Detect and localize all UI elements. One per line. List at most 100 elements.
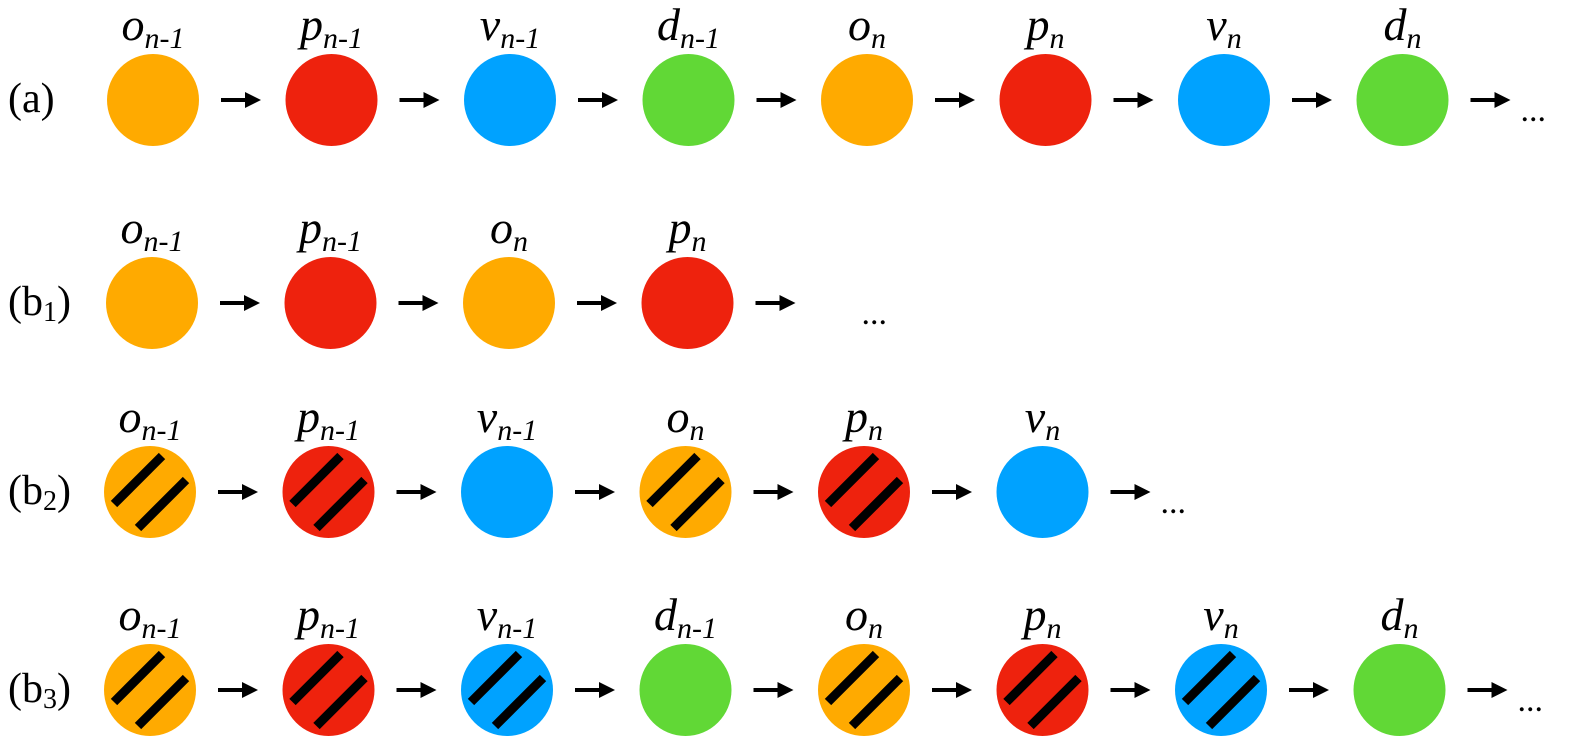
node-p-n-1-circle bbox=[282, 644, 375, 736]
node-label-subscript: n-1 bbox=[141, 612, 182, 645]
node-label-subscript: n bbox=[1223, 612, 1239, 645]
node-label: pn-1 bbox=[300, 2, 363, 54]
node-p-n-1-stripes bbox=[289, 650, 368, 730]
node-label-base: v bbox=[1206, 0, 1227, 50]
node-label: dn bbox=[1381, 592, 1419, 644]
node-o-n-stripes bbox=[646, 452, 725, 532]
arrow bbox=[399, 92, 440, 108]
arrow bbox=[1470, 92, 1511, 108]
node-label: dn bbox=[1384, 2, 1422, 54]
arrow bbox=[753, 484, 794, 500]
node-label: vn-1 bbox=[477, 394, 537, 446]
node-label-subscript: n bbox=[868, 612, 883, 645]
arrow bbox=[218, 682, 258, 698]
node-o-n-circle bbox=[818, 644, 910, 736]
node-label-subscript: n bbox=[1406, 22, 1422, 55]
row-label-close: ) bbox=[40, 76, 55, 122]
node-label-subscript: n-1 bbox=[141, 414, 182, 447]
node-label-base: v bbox=[1203, 589, 1224, 640]
node-v-n-circle bbox=[1178, 54, 1270, 146]
node-label-base: p bbox=[845, 391, 868, 442]
node-label-subscript: n-1 bbox=[677, 612, 717, 645]
node-label-base: p bbox=[1026, 0, 1050, 50]
node-label: on bbox=[845, 592, 883, 644]
continuation-ellipsis: ... bbox=[861, 295, 888, 332]
node-label-base: o bbox=[121, 0, 145, 50]
node-label-base: d bbox=[654, 589, 677, 640]
node-label: on bbox=[848, 2, 886, 54]
node-label: pn bbox=[669, 205, 707, 257]
node-p-n-stripes bbox=[824, 452, 904, 532]
arrow bbox=[221, 92, 261, 108]
node-label-base: v bbox=[476, 589, 498, 640]
node-o-n-stripes bbox=[824, 650, 904, 730]
node-v-n-circle bbox=[996, 446, 1089, 538]
node-p-n-1-circle bbox=[285, 54, 378, 146]
node-d-n-1-circle bbox=[642, 54, 735, 146]
node-v-n-1-circle bbox=[464, 54, 556, 146]
node-label-subscript: n bbox=[689, 414, 705, 447]
node-label: on bbox=[490, 205, 528, 257]
node-o-n-1-circle bbox=[104, 644, 196, 736]
node-label: on-1 bbox=[121, 205, 184, 257]
node-label: vn bbox=[1206, 2, 1241, 54]
arrow bbox=[398, 295, 439, 311]
node-label-subscript: n bbox=[1045, 414, 1061, 447]
node-label: on-1 bbox=[119, 394, 182, 446]
arrow bbox=[935, 92, 975, 108]
node-label: vn-1 bbox=[480, 2, 540, 54]
node-p-n-circle bbox=[999, 54, 1092, 146]
node-label-subscript: n-1 bbox=[322, 225, 362, 258]
node-v-n-1-circle bbox=[461, 446, 553, 538]
node-label-subscript: n-1 bbox=[323, 22, 363, 55]
arrow bbox=[1289, 682, 1329, 698]
node-label-subscript: n-1 bbox=[320, 414, 360, 447]
arrow bbox=[755, 295, 796, 311]
arrow bbox=[932, 682, 972, 698]
node-label-subscript: n bbox=[871, 22, 886, 55]
row-label-main: (b bbox=[8, 279, 43, 325]
row-label: (b1) bbox=[8, 281, 71, 327]
node-label-base: o bbox=[118, 391, 142, 442]
arrow bbox=[1110, 484, 1151, 500]
arrow bbox=[932, 484, 972, 500]
arrow bbox=[753, 682, 794, 698]
node-v-n-1-circle bbox=[461, 644, 553, 736]
arrow bbox=[1113, 92, 1154, 108]
row-label-subscript: 3 bbox=[43, 684, 57, 715]
arrow bbox=[220, 295, 260, 311]
node-label-base: d bbox=[1380, 589, 1404, 640]
node-label-base: o bbox=[120, 202, 144, 253]
node-d-n-circle bbox=[1353, 644, 1446, 736]
node-label-subscript: n-1 bbox=[500, 22, 541, 55]
continuation-ellipsis: ... bbox=[1160, 484, 1187, 521]
arrow bbox=[575, 484, 615, 500]
continuation-ellipsis: ... bbox=[1520, 92, 1547, 129]
node-label-subscript: n bbox=[1226, 22, 1242, 55]
node-label-base: v bbox=[479, 0, 501, 50]
node-label-base: p bbox=[1023, 589, 1047, 640]
node-label-base: p bbox=[297, 391, 320, 442]
node-label-subscript: n-1 bbox=[497, 414, 538, 447]
row-label: (b2) bbox=[8, 470, 71, 516]
node-label: pn-1 bbox=[297, 394, 360, 446]
node-label-subscript: n-1 bbox=[143, 225, 184, 258]
node-label-subscript: n bbox=[691, 225, 707, 258]
node-label: on-1 bbox=[122, 2, 185, 54]
arrow bbox=[218, 484, 258, 500]
node-p-n-stripes bbox=[1003, 650, 1082, 730]
row-label: (b3) bbox=[8, 668, 71, 714]
row-label-subscript: 2 bbox=[43, 486, 57, 517]
node-label-subscript: n-1 bbox=[320, 612, 360, 645]
node-label-base: p bbox=[300, 0, 323, 50]
node-label: vn bbox=[1025, 394, 1060, 446]
node-p-n-circle bbox=[818, 446, 910, 538]
node-v-n-stripes bbox=[1181, 650, 1261, 730]
node-label-subscript: n bbox=[1046, 612, 1062, 645]
arrow bbox=[396, 682, 437, 698]
node-p-n-circle bbox=[641, 257, 734, 349]
arrow bbox=[578, 92, 618, 108]
continuation-ellipsis: ... bbox=[1517, 682, 1544, 719]
node-label: pn bbox=[845, 394, 883, 446]
